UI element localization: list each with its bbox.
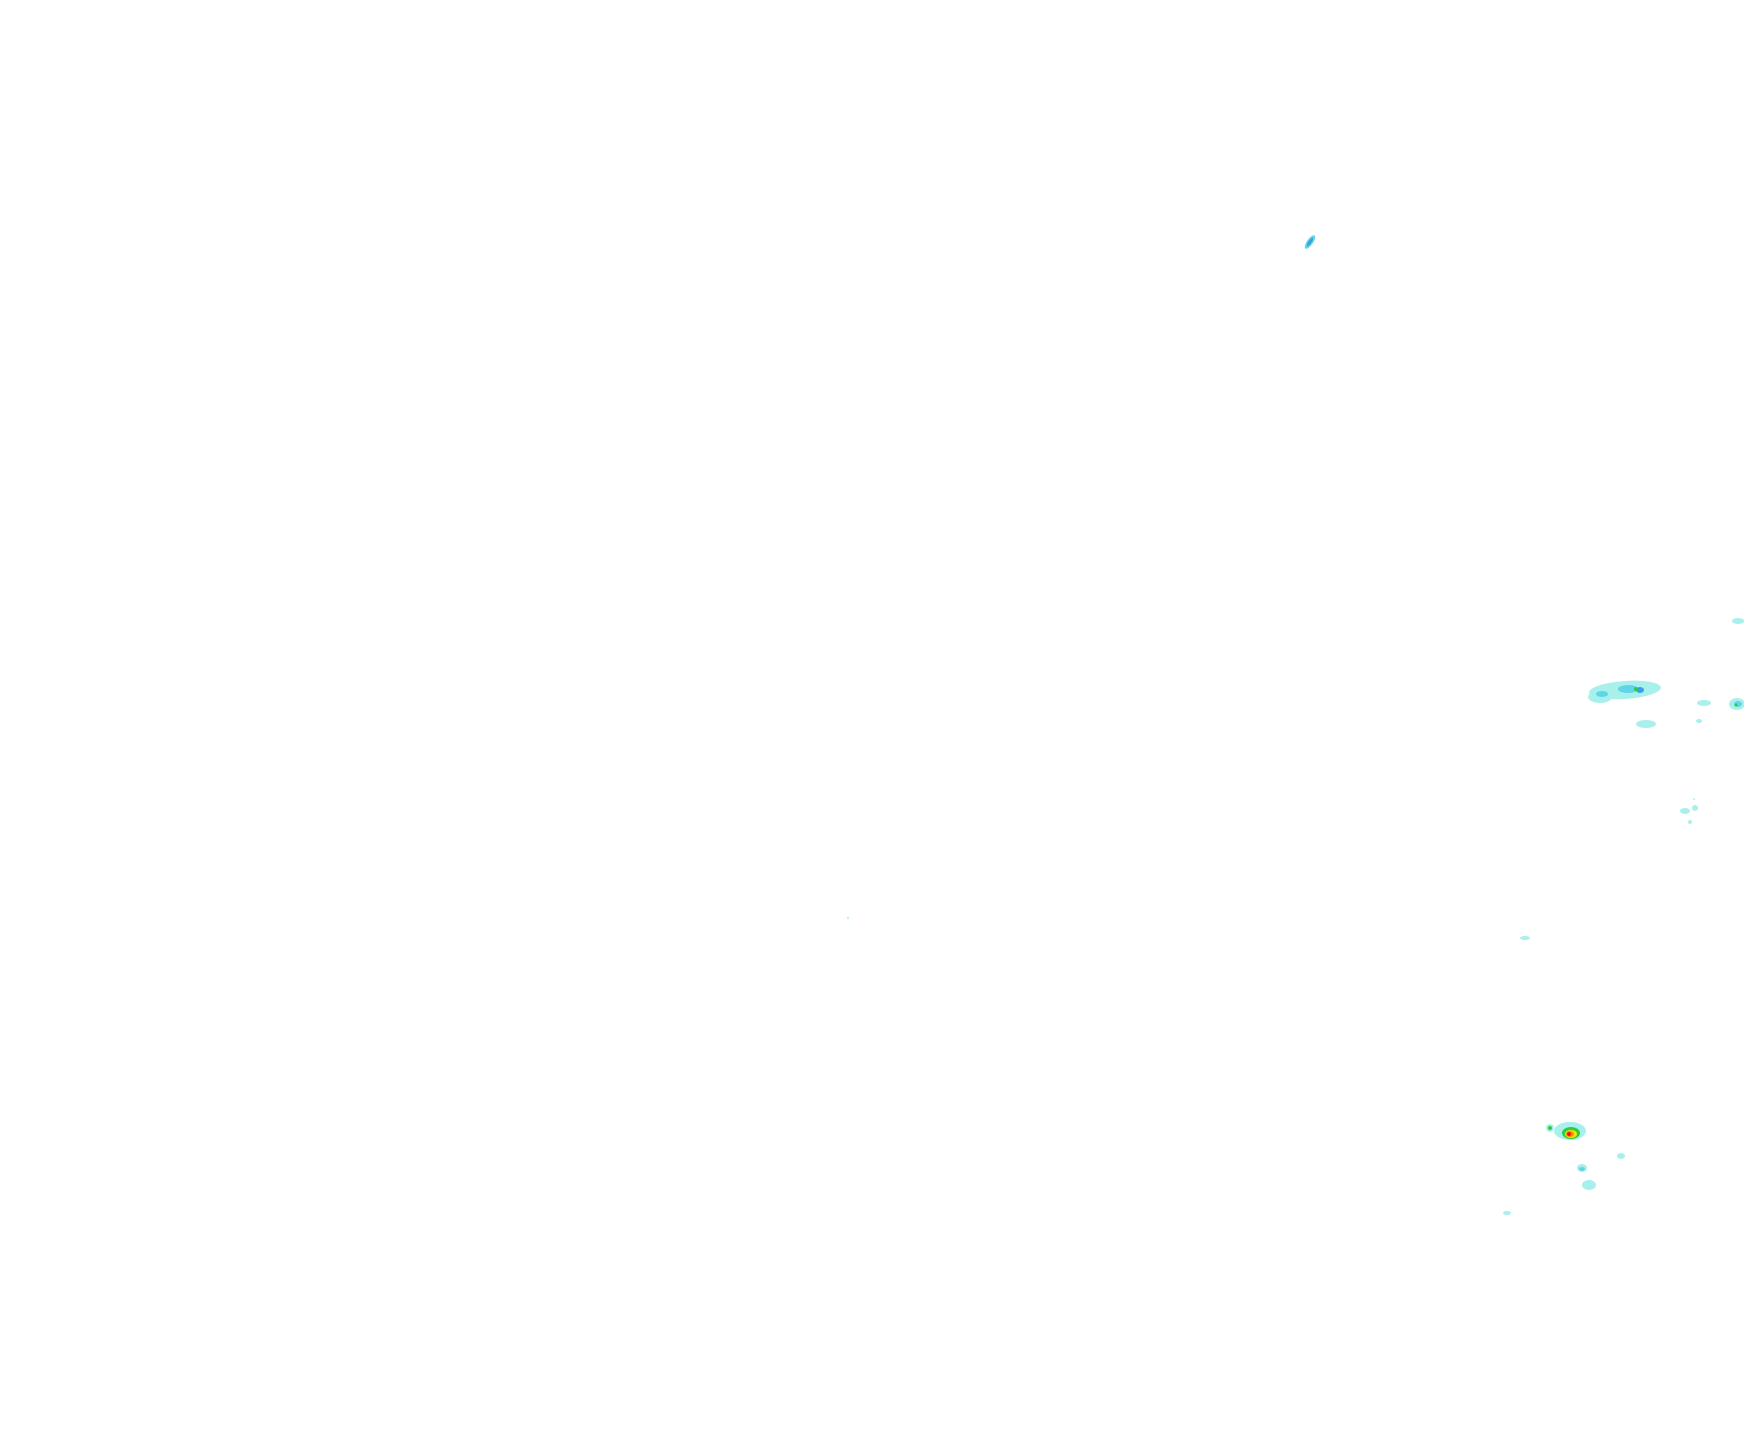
echo-cluster-main-core-a bbox=[1596, 691, 1608, 697]
echo-south-b-core bbox=[1579, 1167, 1585, 1171]
echo-cluster-main-core-c bbox=[1636, 687, 1644, 693]
echo-scatter-f bbox=[1688, 820, 1692, 824]
echo-scatter-d bbox=[1680, 808, 1690, 814]
echo-small-b bbox=[1696, 719, 1702, 723]
echo-small-a bbox=[1697, 700, 1711, 706]
echo-storm-south-red bbox=[1567, 1132, 1571, 1136]
echo-south-c bbox=[1582, 1180, 1596, 1190]
echo-scatter-h bbox=[1520, 936, 1530, 940]
echo-right-edge-dot bbox=[1734, 703, 1738, 707]
echo-south-a bbox=[1617, 1153, 1625, 1159]
echo-cluster-main-core-d bbox=[1634, 687, 1638, 691]
echo-edge-top-right bbox=[1732, 618, 1744, 624]
echo-scatter-g bbox=[1693, 798, 1695, 800]
echo-storm-west-core bbox=[1548, 1126, 1552, 1130]
echo-scatter-e bbox=[1692, 805, 1698, 811]
echo-tiny-mid bbox=[847, 917, 849, 919]
echo-cluster-main-core-b bbox=[1618, 685, 1638, 693]
echo-south-d bbox=[1503, 1211, 1511, 1215]
radar-echoes bbox=[847, 235, 1744, 1215]
echo-small-c bbox=[1636, 720, 1656, 728]
echo-small-streak-top-core bbox=[1306, 237, 1314, 247]
